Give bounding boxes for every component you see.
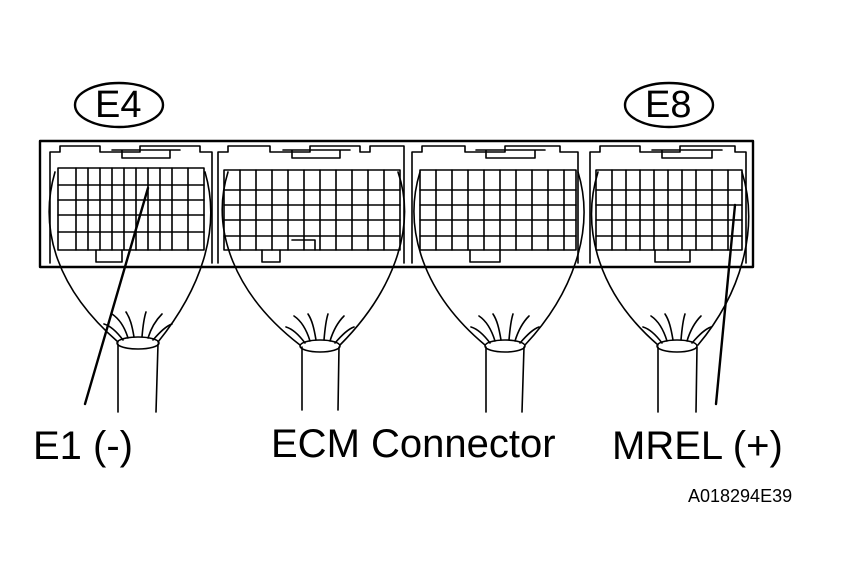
e4-code-label: E4 <box>95 84 142 126</box>
wire-harness-3 <box>413 171 585 413</box>
connector-block-4 <box>589 145 747 264</box>
e8-code-label: E8 <box>645 84 692 126</box>
wire-harness-4 <box>590 171 750 413</box>
connector-block-2 <box>217 145 405 264</box>
figure-id: A018294E39 <box>688 486 793 506</box>
e1-leader-line <box>83 186 150 406</box>
ecm-connector-label: ECM Connector <box>271 422 556 466</box>
connector-block-3 <box>411 145 579 264</box>
connector-body <box>38 139 755 269</box>
mrel-leader-line <box>714 203 737 406</box>
mrel-terminal-label: MREL (+) <box>612 424 783 468</box>
wire-harness-2 <box>221 171 406 411</box>
wire-harness-1 <box>48 171 212 413</box>
e4-callout-bubble <box>73 81 165 129</box>
e8-callout-bubble <box>623 81 715 129</box>
e1-terminal-label: E1 (-) <box>33 424 133 468</box>
